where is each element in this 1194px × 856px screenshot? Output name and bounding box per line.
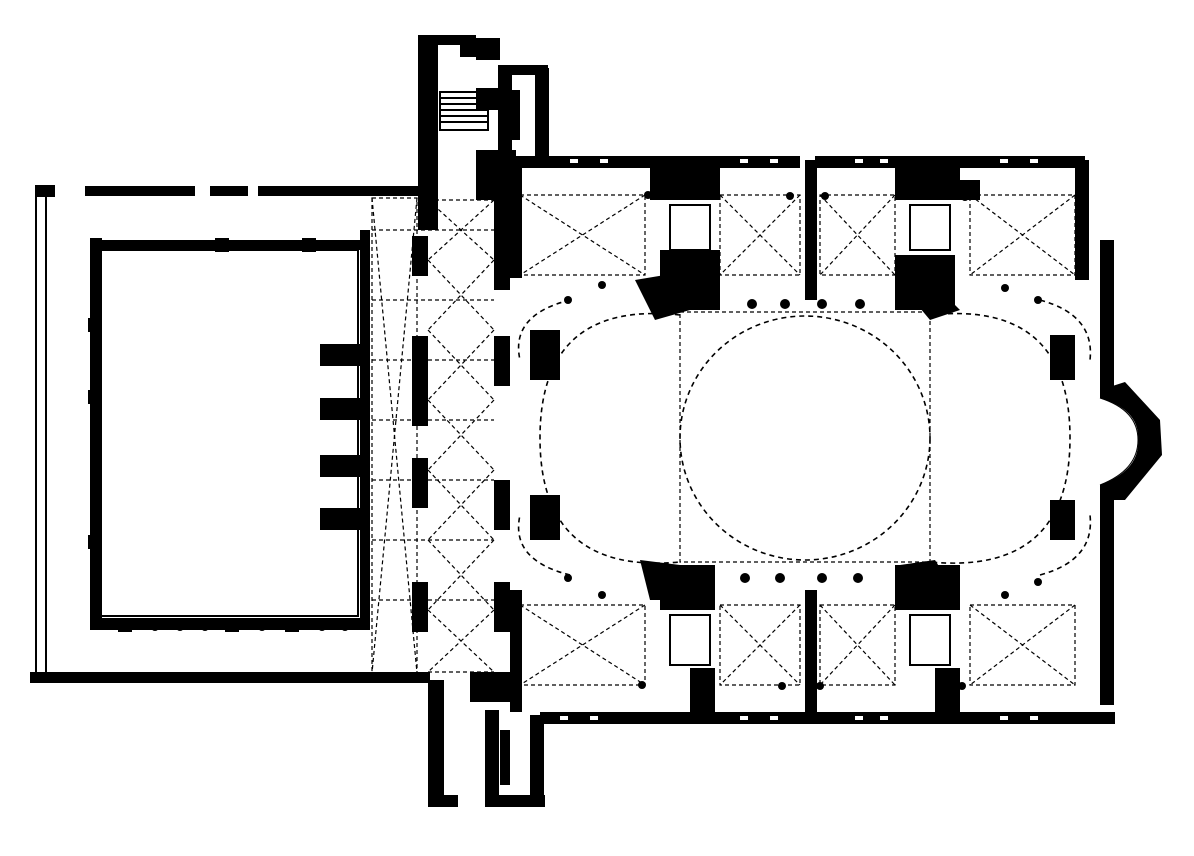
- atrium-columns-top: [131, 238, 340, 252]
- atrium-columns-left: [88, 278, 102, 589]
- south-aisle: [519, 565, 1076, 716]
- atrium: [30, 185, 430, 683]
- north-ramp-tower: [418, 35, 549, 230]
- north-colonnade: [644, 191, 969, 309]
- central-dome: [517, 281, 1092, 599]
- narthex: [372, 199, 510, 673]
- great-piers: [530, 275, 1075, 600]
- exonarthex: [360, 197, 418, 674]
- south-colonnade: [638, 573, 966, 690]
- south-ramp-tower: [428, 672, 545, 807]
- apse: [1099, 382, 1162, 500]
- atrium-columns-bottom: [118, 620, 349, 632]
